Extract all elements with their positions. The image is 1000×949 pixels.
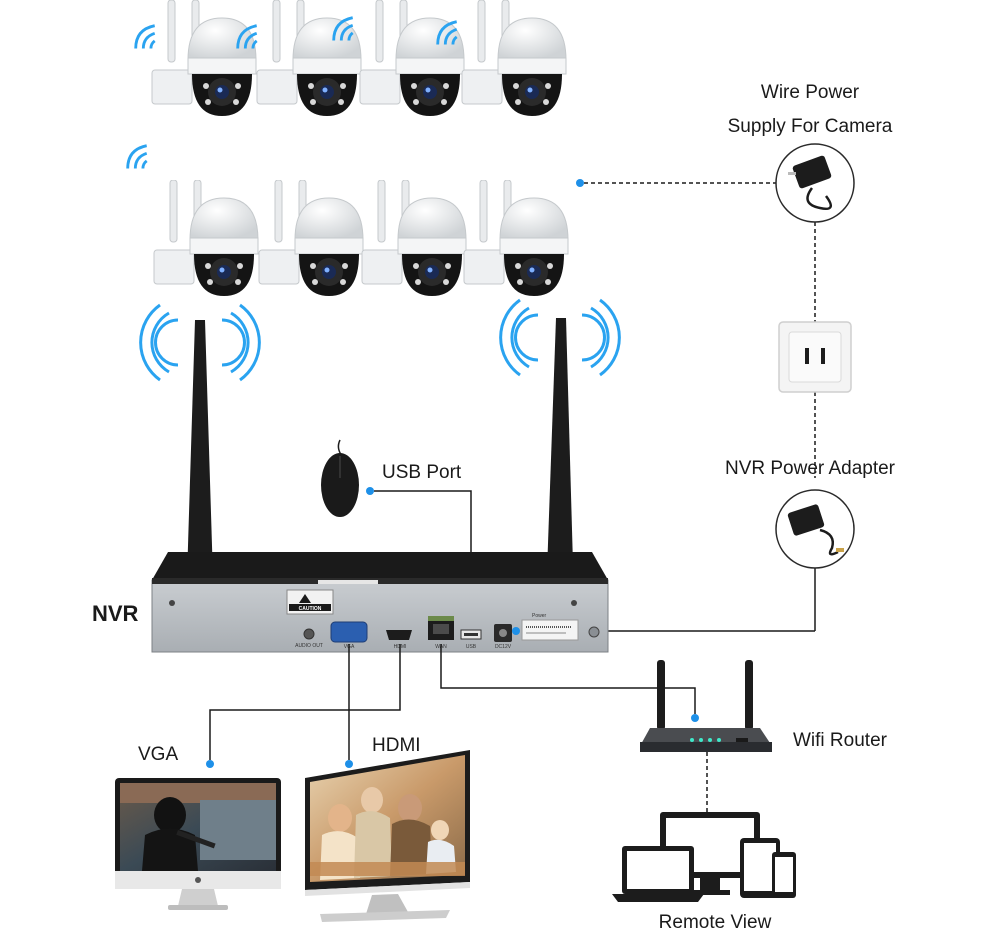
nvr-power-adapter-label: NVR Power Adapter: [724, 458, 896, 479]
remote-view-devices: [612, 812, 796, 902]
wall-outlet: [778, 321, 852, 393]
camera-3: [359, 0, 465, 117]
usb-mouse: [321, 439, 359, 517]
hdmi-label: HDMI: [372, 735, 421, 756]
camera-power-adapter: [775, 143, 855, 223]
wifi-router-label: Wifi Router: [793, 730, 887, 751]
dc-port-text: DC12V: [495, 644, 512, 650]
camera-7: [361, 180, 467, 297]
power-text: Power: [532, 613, 547, 619]
nvr-power-adapter: [775, 489, 855, 569]
wifi-router: [640, 660, 772, 752]
camera-5: [153, 180, 259, 297]
display-connections: [206, 644, 401, 768]
camera-1: [151, 0, 257, 117]
usb-port-text: USB: [466, 644, 477, 650]
audio-out-text: AUDIO OUT: [295, 643, 323, 649]
wifi-icon: [134, 24, 157, 50]
vga-label: VGA: [138, 744, 179, 765]
nvr-label: NVR: [92, 601, 139, 626]
camera-8: [463, 180, 569, 297]
camera-6: [258, 180, 364, 297]
camera-power-connection: [576, 179, 816, 632]
usb-port-label: USB Port: [382, 462, 462, 483]
wire-power-label-line2: Supply For Camera: [727, 116, 893, 137]
hdmi-monitor: [305, 750, 470, 922]
wifi-icon: [126, 144, 149, 170]
caution-text: CAUTION: [299, 606, 322, 612]
router-connection: [440, 644, 708, 812]
remote-view-label: Remote View: [658, 912, 772, 933]
nvr-device: CAUTION AUDIO OUT VGA HDMI WAN USB DC12V…: [151, 552, 609, 653]
camera-2: [256, 0, 362, 117]
camera-grid: [126, 0, 569, 297]
vga-monitor: [115, 778, 281, 910]
camera-4: [461, 0, 567, 117]
wire-power-label-line1: Wire Power: [760, 82, 860, 103]
